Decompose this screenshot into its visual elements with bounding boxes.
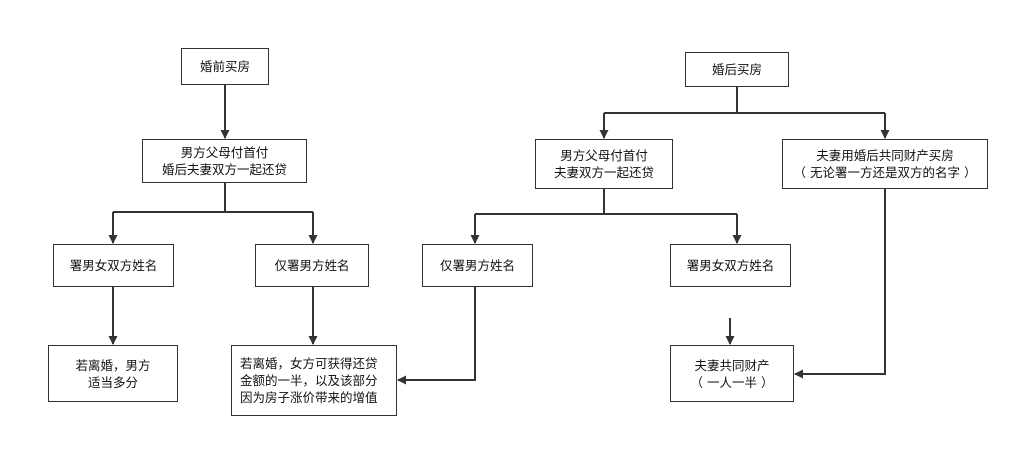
arrow-joint-buy-to-joint	[794, 189, 886, 379]
node-after-joint-buy-line-2: （ 无论署一方还是双方的名字 ）	[793, 165, 977, 180]
node-after-parents-pay: 男方父母付首付 夫妻双方一起还贷	[535, 139, 673, 189]
node-after-purchase-line-1: 婚后买房	[711, 62, 762, 77]
node-after-both-names-line-1: 署男女双方姓名	[686, 258, 775, 273]
node-divorce-female-half-line-3: 因为房子涨价带来的增值	[240, 390, 378, 405]
node-before-purchase: 婚前买房	[181, 48, 269, 85]
node-before-divorce-both-line-1: 若离婚，男方	[75, 357, 151, 373]
node-after-parents-pay-line-1: 男方父母付首付	[560, 148, 648, 163]
node-joint-property-line-1: 夫妻共同财产	[694, 357, 770, 373]
node-after-purchase: 婚后买房	[685, 52, 789, 87]
node-before-male-only-line-1: 仅署男方姓名	[274, 258, 350, 273]
node-after-parents-pay-line-2: 夫妻双方一起还贷	[553, 165, 654, 180]
node-before-divorce-both-line-2: 适当多分	[87, 374, 138, 390]
node-after-joint-buy: 夫妻用婚后共同财产买房 （ 无论署一方还是双方的名字 ）	[782, 139, 988, 189]
node-before-parents-pay-line-2: 婚后夫妻双方一起还贷	[161, 162, 287, 177]
arrow-after-male-to-female-half	[397, 287, 476, 385]
node-joint-property: 夫妻共同财产 （ 一人一半 ）	[670, 345, 794, 402]
node-joint-property-line-2: （ 一人一半 ）	[690, 374, 774, 390]
node-after-both-names: 署男女双方姓名	[670, 244, 791, 287]
node-before-both-names: 署男女双方姓名	[53, 244, 174, 287]
node-before-divorce-both: 若离婚，男方 适当多分	[48, 345, 178, 402]
node-after-joint-buy-line-1: 夫妻用婚后共同财产买房	[816, 148, 954, 163]
node-after-male-only: 仅署男方姓名	[422, 244, 533, 287]
node-before-parents-pay-line-1: 男方父母付首付	[180, 145, 269, 160]
node-divorce-female-half: 若离婚，女方可获得还贷 金额的一半，以及该部分 因为房子涨价带来的增值	[231, 345, 397, 416]
node-divorce-female-half-line-1: 若离婚，女方可获得还贷	[240, 356, 378, 371]
node-after-male-only-line-1: 仅署男方姓名	[439, 258, 515, 273]
node-before-purchase-line-1: 婚前买房	[199, 59, 250, 74]
node-before-parents-pay: 男方父母付首付 婚后夫妻双方一起还贷	[142, 139, 307, 183]
node-divorce-female-half-line-2: 金额的一半，以及该部分	[240, 373, 378, 388]
node-before-male-only: 仅署男方姓名	[255, 244, 369, 287]
node-before-both-names-line-1: 署男女双方姓名	[69, 258, 158, 273]
